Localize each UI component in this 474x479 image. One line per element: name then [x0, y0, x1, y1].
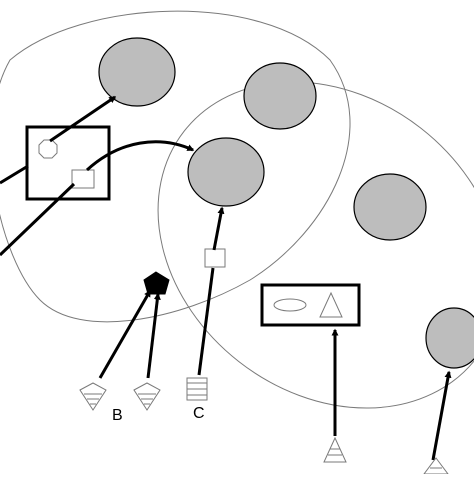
striped-triangle-right — [423, 457, 449, 475]
label-b: B — [112, 407, 123, 424]
arrow-b1-to-pentagon — [98, 289, 152, 379]
arrow-d2-to-circle — [431, 370, 452, 461]
grey-circle-top-left — [98, 37, 176, 107]
label-c: C — [193, 405, 205, 422]
right-region-outline — [157, 81, 474, 409]
arrow-square-node-to-circle — [212, 206, 225, 251]
small-square-node — [204, 248, 226, 268]
grey-circle-bottom-right — [425, 307, 474, 369]
arrow-b2-to-pentagon — [146, 292, 161, 379]
small-square-shape — [71, 169, 95, 189]
arrow-octagon-to-circle — [49, 95, 117, 143]
black-pentagon — [143, 271, 170, 295]
small-triangle-shape — [319, 291, 343, 318]
octagon-shape — [38, 139, 58, 159]
striped-diamond-b1 — [79, 382, 107, 411]
small-ellipse-shape — [273, 298, 307, 312]
striped-triangle-d — [323, 436, 347, 463]
grey-circle-center — [187, 137, 265, 207]
grey-circle-right — [353, 173, 427, 241]
grey-circle-top-right — [243, 62, 317, 130]
line-left-lower — [0, 182, 76, 257]
line-left-upper — [0, 164, 29, 185]
striped-square-c — [186, 377, 208, 401]
striped-diamond-b2 — [133, 382, 161, 411]
arrow-c-to-square-node — [197, 267, 215, 376]
arrow-square-to-center-circle — [85, 140, 195, 172]
